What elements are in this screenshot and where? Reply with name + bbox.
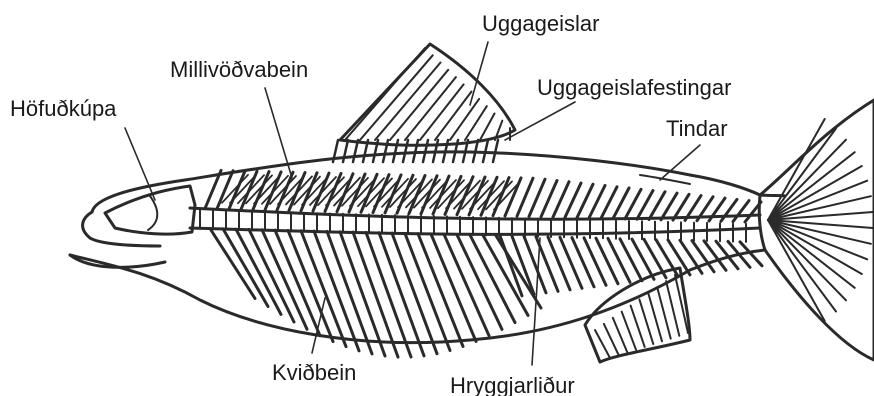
rib bbox=[405, 233, 450, 350]
leader-uggageislar bbox=[470, 42, 488, 105]
rib bbox=[327, 231, 372, 354]
dorsal-fin-ray bbox=[450, 99, 479, 140]
rib bbox=[392, 233, 437, 354]
rib bbox=[210, 229, 255, 299]
rib bbox=[262, 230, 307, 329]
dorsal-fin-ray bbox=[390, 70, 448, 140]
rib bbox=[275, 230, 320, 336]
dorsal-fin-ray bbox=[405, 77, 456, 140]
anal-fin bbox=[585, 268, 690, 362]
dorsal-fin-ray bbox=[480, 114, 495, 141]
pterygiophore bbox=[493, 140, 498, 162]
rib bbox=[314, 231, 359, 351]
rib bbox=[236, 229, 281, 314]
haemal-spine bbox=[704, 241, 726, 270]
haemal-spine bbox=[620, 239, 642, 281]
haemal-spine bbox=[548, 237, 570, 290]
label-hofudkupa: Höfuðkúpa bbox=[10, 96, 117, 121]
haemal-spine bbox=[632, 239, 654, 279]
rib bbox=[340, 232, 385, 356]
haemal-spine bbox=[584, 238, 606, 285]
label-uggageislafestingar: Uggageislafestingar bbox=[537, 75, 731, 100]
rib bbox=[223, 229, 268, 307]
rib bbox=[249, 230, 294, 323]
label-kvidbein: Kviðbein bbox=[272, 360, 356, 385]
rib bbox=[353, 232, 398, 357]
haemal-spine bbox=[644, 239, 666, 277]
pterygiophore bbox=[413, 140, 418, 162]
label-tindar: Tindar bbox=[666, 116, 728, 141]
haemal-spine bbox=[572, 238, 594, 287]
dorsal-fin-ray bbox=[375, 63, 441, 141]
pterygiophore bbox=[403, 140, 408, 162]
rib bbox=[366, 232, 411, 357]
label-hryggjarlidur: Hryggjarliður bbox=[450, 373, 575, 396]
leader-uggageislafestingar bbox=[505, 102, 575, 140]
rib bbox=[288, 230, 333, 341]
vertebral-column bbox=[190, 208, 760, 242]
caudal-fin bbox=[759, 100, 874, 360]
dorsal-fin bbox=[340, 44, 515, 145]
haemal-spine bbox=[728, 241, 750, 267]
pterygiophore bbox=[353, 140, 358, 162]
haemal-spine bbox=[560, 237, 582, 288]
label-millivodvabein: Millivöðvabein bbox=[170, 57, 308, 82]
body-outline bbox=[70, 152, 785, 343]
haemal-spine bbox=[608, 238, 630, 282]
dorsal-fin-ray bbox=[360, 55, 433, 140]
rib bbox=[379, 233, 424, 356]
haemal-spine bbox=[596, 238, 618, 284]
label-uggageislar: Uggageislar bbox=[482, 11, 599, 36]
